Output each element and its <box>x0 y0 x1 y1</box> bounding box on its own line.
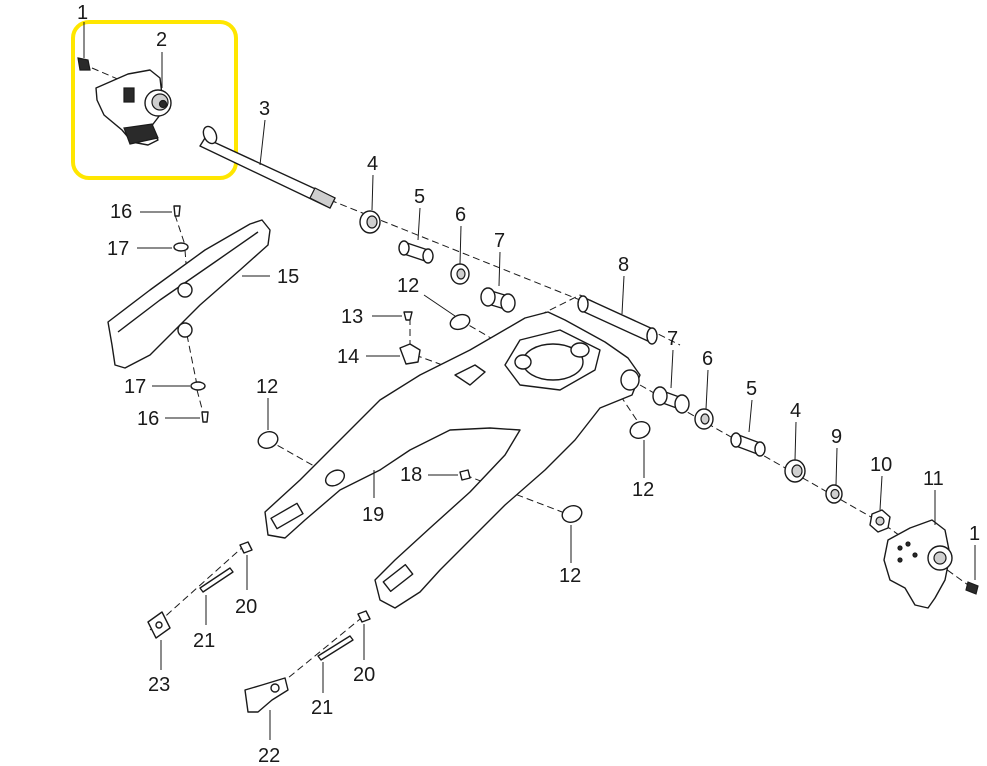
callout-14: 14 <box>337 346 359 368</box>
callout-12-bottom: 12 <box>559 565 581 587</box>
part-8-pivot-tube <box>577 295 658 345</box>
callout-3: 3 <box>259 98 270 120</box>
part-20-nut-lower <box>357 610 371 623</box>
part-11-right-axle-adjuster <box>883 519 953 609</box>
callout-20-lower: 20 <box>353 664 375 686</box>
callout-1-left: 1 <box>77 2 88 24</box>
part-21-adjuster-bolt-lower <box>317 635 354 661</box>
part-1-bolt-left <box>77 57 91 71</box>
callout-6-upper: 6 <box>455 204 466 226</box>
part-6-washer-upper <box>450 263 470 285</box>
part-2-left-axle-adjuster <box>95 69 172 146</box>
part-16-screw-upper <box>173 205 181 217</box>
part-12-plug-b <box>257 431 279 449</box>
callout-19: 19 <box>362 504 384 526</box>
callout-21-upper: 21 <box>193 630 215 652</box>
callout-9: 9 <box>831 426 842 448</box>
callout-12-top: 12 <box>397 275 419 297</box>
callout-5-upper: 5 <box>414 186 425 208</box>
part-14-clip <box>399 343 421 365</box>
callout-1-right: 1 <box>969 523 980 545</box>
callout-8: 8 <box>618 254 629 276</box>
part-3-axle <box>199 125 336 209</box>
part-10-nut <box>869 509 891 533</box>
part-12-plug-d <box>561 505 583 523</box>
part-20-nut-upper <box>239 541 253 554</box>
part-23-adjuster-plate <box>147 611 171 639</box>
part-17-washer-upper <box>173 242 189 252</box>
part-13-screw <box>403 311 413 321</box>
callout-21-lower: 21 <box>311 697 333 719</box>
callout-23: 23 <box>148 674 170 696</box>
callout-4-lower: 4 <box>790 400 801 422</box>
part-1-bolt-right <box>965 581 979 595</box>
callout-2: 2 <box>156 29 167 51</box>
part-22-chain-adjuster-bracket <box>244 677 289 713</box>
part-19-swingarm <box>264 311 641 609</box>
part-12-plug-a <box>449 313 471 331</box>
part-16-screw-lower <box>201 411 209 423</box>
part-4-washer-lower <box>784 459 806 483</box>
callout-22: 22 <box>258 745 280 766</box>
leader-lines <box>83 22 976 740</box>
callout-5-lower: 5 <box>746 378 757 400</box>
callout-20-upper: 20 <box>235 596 257 618</box>
part-6-washer-lower <box>694 408 714 430</box>
callout-16-upper: 16 <box>110 201 132 223</box>
callout-15: 15 <box>277 266 299 288</box>
part-4-washer-upper <box>359 210 381 234</box>
callout-17-upper: 17 <box>107 238 129 260</box>
callout-10: 10 <box>870 454 892 476</box>
callout-12-right: 12 <box>632 479 654 501</box>
callout-13: 13 <box>341 306 363 328</box>
part-5-bushing-lower <box>730 432 766 457</box>
part-15-chain-guard <box>107 219 271 369</box>
callout-12-left: 12 <box>256 376 278 398</box>
part-21-adjuster-bolt-upper <box>199 567 234 593</box>
callout-11: 11 <box>923 468 944 490</box>
callout-18: 18 <box>400 464 422 486</box>
callout-7-lower: 7 <box>667 328 678 350</box>
callout-4-upper: 4 <box>367 153 378 175</box>
part-5-bushing-upper <box>398 240 434 264</box>
callout-16-lower: 16 <box>137 408 159 430</box>
callout-labels: 1 2 3 4 5 6 7 8 7 6 5 4 9 10 11 1 12 12 … <box>77 2 980 766</box>
callout-6-lower: 6 <box>702 348 713 370</box>
part-7-bearing-lower <box>652 386 690 414</box>
part-17-washer-lower <box>190 381 206 391</box>
part-7-bearing-upper <box>480 287 516 313</box>
highlight-box <box>71 20 238 180</box>
part-9-washer <box>825 484 843 504</box>
part-12-plug-c <box>629 421 651 439</box>
callout-17-lower: 17 <box>124 376 146 398</box>
part-18-fitting <box>459 469 471 481</box>
callout-7-upper: 7 <box>494 230 505 252</box>
